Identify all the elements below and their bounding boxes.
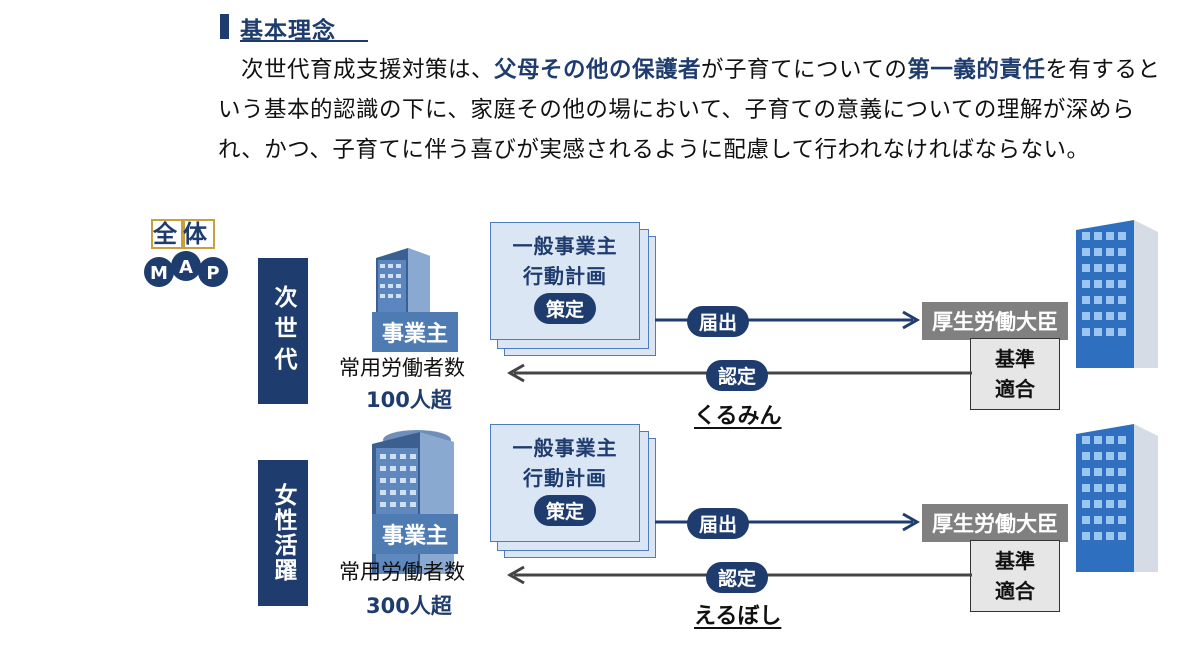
badge-letter-m: M [150, 263, 168, 284]
standard-compliance-box: 基準 適合 [970, 540, 1060, 612]
standard-compliance-box: 基準 適合 [970, 338, 1060, 410]
row-label-text: 女性活躍 [270, 483, 296, 583]
certify-badge: 認定 [706, 360, 769, 391]
plan-title-line2: 行動計画 [523, 264, 607, 288]
submit-badge: 届出 [687, 306, 750, 337]
action-plan-stack: 一般事業主 行動計画 策定 [490, 222, 660, 356]
badge-circle-p [198, 257, 228, 287]
plan-title-line1: 一般事業主 [512, 234, 618, 258]
certify-badge: 認定 [706, 562, 769, 593]
certification-name: えるぼし [694, 604, 782, 629]
ministry-building-icon [1076, 424, 1158, 572]
badge-title: 全体 [152, 220, 213, 248]
standard-line1: 基準 [995, 347, 1035, 371]
title-underline [240, 40, 368, 42]
row-label-josei: 女性活躍 [258, 460, 308, 606]
plan-title-line1: 一般事業主 [512, 436, 618, 460]
submit-badge: 届出 [687, 508, 750, 539]
standard-line1: 基準 [995, 549, 1035, 573]
principle-paragraph: 次世代育成支援対策は、父母その他の保護者が子育てについての第一義的責任を有すると… [218, 50, 1168, 170]
standard-line2: 適合 [995, 579, 1035, 603]
employee-count-label: 常用労働者数 [339, 356, 465, 380]
action-plan-card: 一般事業主 行動計画 策定 [490, 424, 640, 542]
row-label-text: 次世代 [270, 284, 296, 378]
plan-title-line2: 行動計画 [523, 466, 607, 490]
company-label: 事業主 [372, 312, 459, 352]
para-emphasis-1: 父母その他の保護者 [494, 57, 702, 83]
heading-bar [220, 14, 229, 39]
badge-circle-a [171, 251, 201, 281]
certification-name: くるみん [694, 404, 782, 429]
overall-map-badge[interactable]: 全体 M A P [138, 214, 238, 294]
formulate-badge: 策定 [533, 293, 596, 324]
section-title: 基本理念 [240, 18, 336, 44]
para-emphasis-2: 第一義的責任 [907, 57, 1046, 83]
minister-label: 厚生労働大臣 [922, 504, 1068, 542]
employee-count-value: 100人超 [366, 388, 452, 412]
action-plan-stack: 一般事業主 行動計画 策定 [490, 424, 660, 558]
minister-label: 厚生労働大臣 [922, 302, 1068, 340]
badge-box-right [183, 219, 215, 249]
standard-line2: 適合 [995, 377, 1035, 401]
badge-letter-a: A [179, 257, 193, 278]
para-text-3: を有するという基本的認識の下に、家庭その他の場において、子育ての意義についての理… [218, 57, 1161, 163]
employee-count-value: 300人超 [366, 594, 452, 618]
ministry-building-icon [1076, 220, 1158, 368]
badge-circle-m [144, 257, 174, 287]
para-text-2: が子育てについての [701, 57, 908, 83]
para-text-1: 次世代育成支援対策は、 [241, 57, 495, 83]
formulate-badge: 策定 [533, 495, 596, 526]
badge-box-left [151, 219, 183, 249]
company-building-icon [376, 248, 430, 326]
company-label: 事業主 [372, 514, 459, 554]
row-label-jisedai: 次世代 [258, 258, 308, 404]
action-plan-card: 一般事業主 行動計画 策定 [490, 222, 640, 340]
employee-count-label: 常用労働者数 [339, 560, 465, 584]
badge-letter-p: P [206, 263, 219, 284]
